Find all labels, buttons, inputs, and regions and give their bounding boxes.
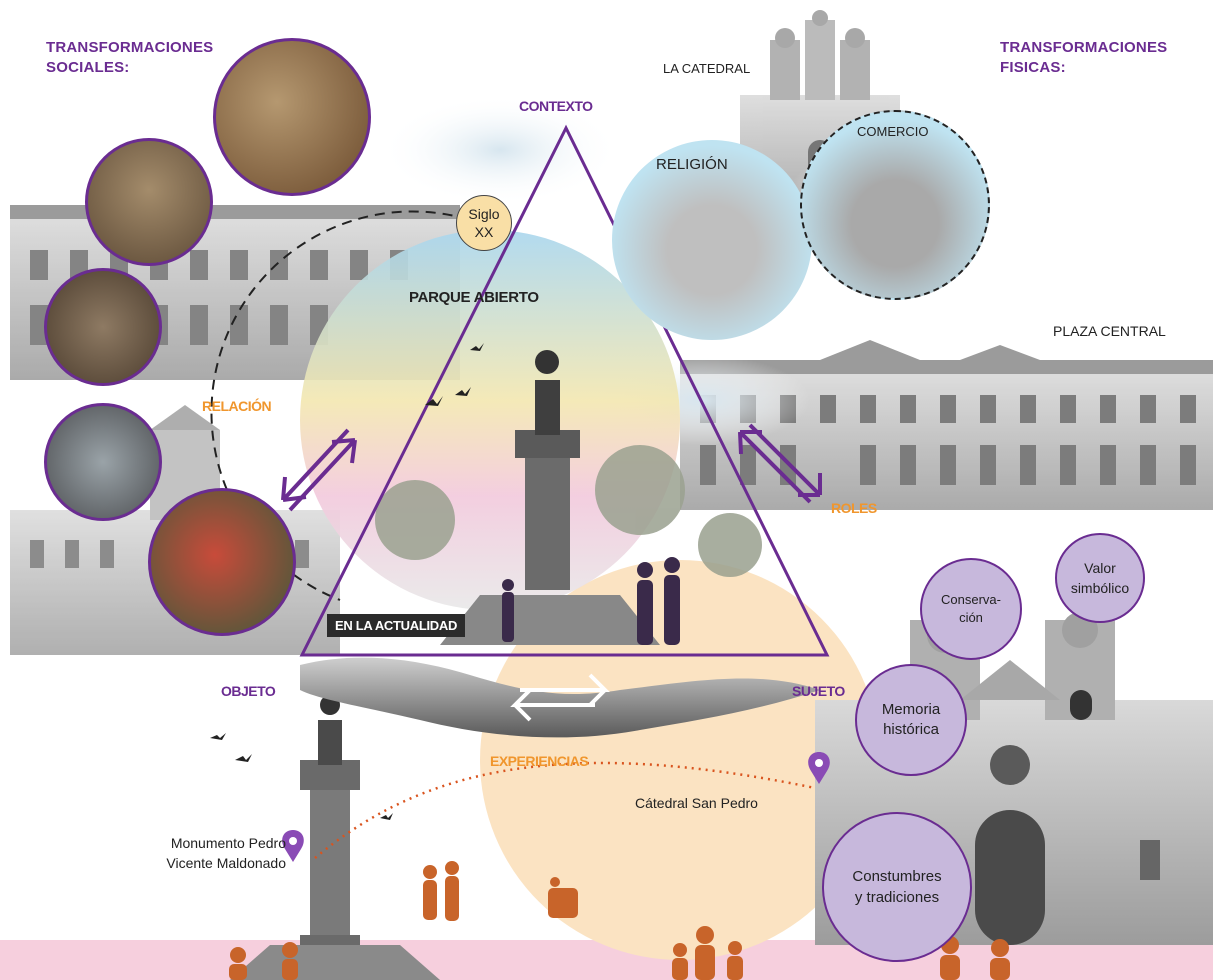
pin-catedral-icon bbox=[808, 752, 830, 784]
label-sujeto: SUJETO bbox=[792, 683, 845, 699]
label-catedral-san-pedro: Cátedral San Pedro bbox=[635, 795, 758, 811]
label-religion: RELIGIÓN bbox=[656, 156, 728, 173]
bubble-costumbres: Constumbres y tradiciones bbox=[822, 812, 972, 962]
photo-circle-friars bbox=[213, 38, 371, 196]
hands-image bbox=[300, 657, 820, 738]
context-triangle bbox=[299, 124, 830, 657]
ground-band bbox=[0, 940, 1213, 980]
people-silhouettes bbox=[229, 861, 1010, 980]
photo-circle-plaza bbox=[44, 403, 162, 521]
label-objeto: OBJETO bbox=[221, 683, 276, 699]
label-experiencias: EXPERIENCIAS bbox=[490, 753, 589, 769]
label-parque-abierto: PARQUE ABIERTO bbox=[409, 289, 539, 306]
photo-circle-religion bbox=[612, 140, 812, 340]
bubble-valor-simbolico: Valor simbólico bbox=[1055, 533, 1145, 623]
roles-arrow-right bbox=[738, 423, 822, 504]
photo-circle-comercio bbox=[800, 110, 990, 300]
label-la-catedral: LA CATEDRAL bbox=[663, 61, 751, 76]
trees bbox=[375, 445, 762, 577]
monument-triangle-image bbox=[440, 350, 660, 645]
badge-siglo-xx-text: Siglo XX bbox=[468, 206, 500, 240]
tag-en-la-actualidad: EN LA ACTUALIDAD bbox=[327, 614, 466, 637]
experience-circle bbox=[480, 560, 880, 960]
label-plaza-central: PLAZA CENTRAL bbox=[1053, 323, 1166, 339]
bubble-conservacion: Conserva- ción bbox=[920, 558, 1022, 660]
bubble-memoria-historica-text: Memoria histórica bbox=[881, 701, 941, 738]
bubble-conservacion-text: Conserva- ción bbox=[941, 592, 1001, 625]
monument-image bbox=[230, 695, 440, 980]
label-monumento: Monumento Pedro Vicente Maldonado bbox=[166, 835, 286, 871]
experience-path bbox=[314, 761, 816, 859]
badge-siglo-xx: Siglo XX bbox=[456, 195, 512, 251]
bubble-memoria-historica: Memoria histórica bbox=[855, 664, 967, 776]
label-relacion: RELACIÓN bbox=[202, 398, 272, 414]
heading-physical-transformations: TRANSFORMACIONES FISICAS: bbox=[1000, 39, 1168, 76]
photo-circle-riders bbox=[44, 268, 162, 386]
bubble-valor-simbolico-text: Valor simbólico bbox=[1070, 560, 1130, 596]
birds bbox=[210, 343, 484, 820]
people-silhouettes-dark bbox=[502, 557, 680, 645]
bubble-costumbres-text: Constumbres y tradiciones bbox=[852, 868, 942, 906]
relation-arrow-left bbox=[281, 428, 357, 512]
label-comercio: COMERCIO bbox=[857, 124, 929, 139]
experience-arrow-center bbox=[510, 673, 610, 722]
label-roles: ROLES bbox=[831, 500, 877, 516]
label-contexto: CONTEXTO bbox=[519, 98, 593, 114]
heading-social-transformations: TRANSFORMACIONES SOCIALES: bbox=[46, 39, 214, 76]
photo-circle-street bbox=[85, 138, 213, 266]
pin-monumento-icon bbox=[282, 830, 304, 862]
photo-circle-diablos bbox=[148, 488, 296, 636]
